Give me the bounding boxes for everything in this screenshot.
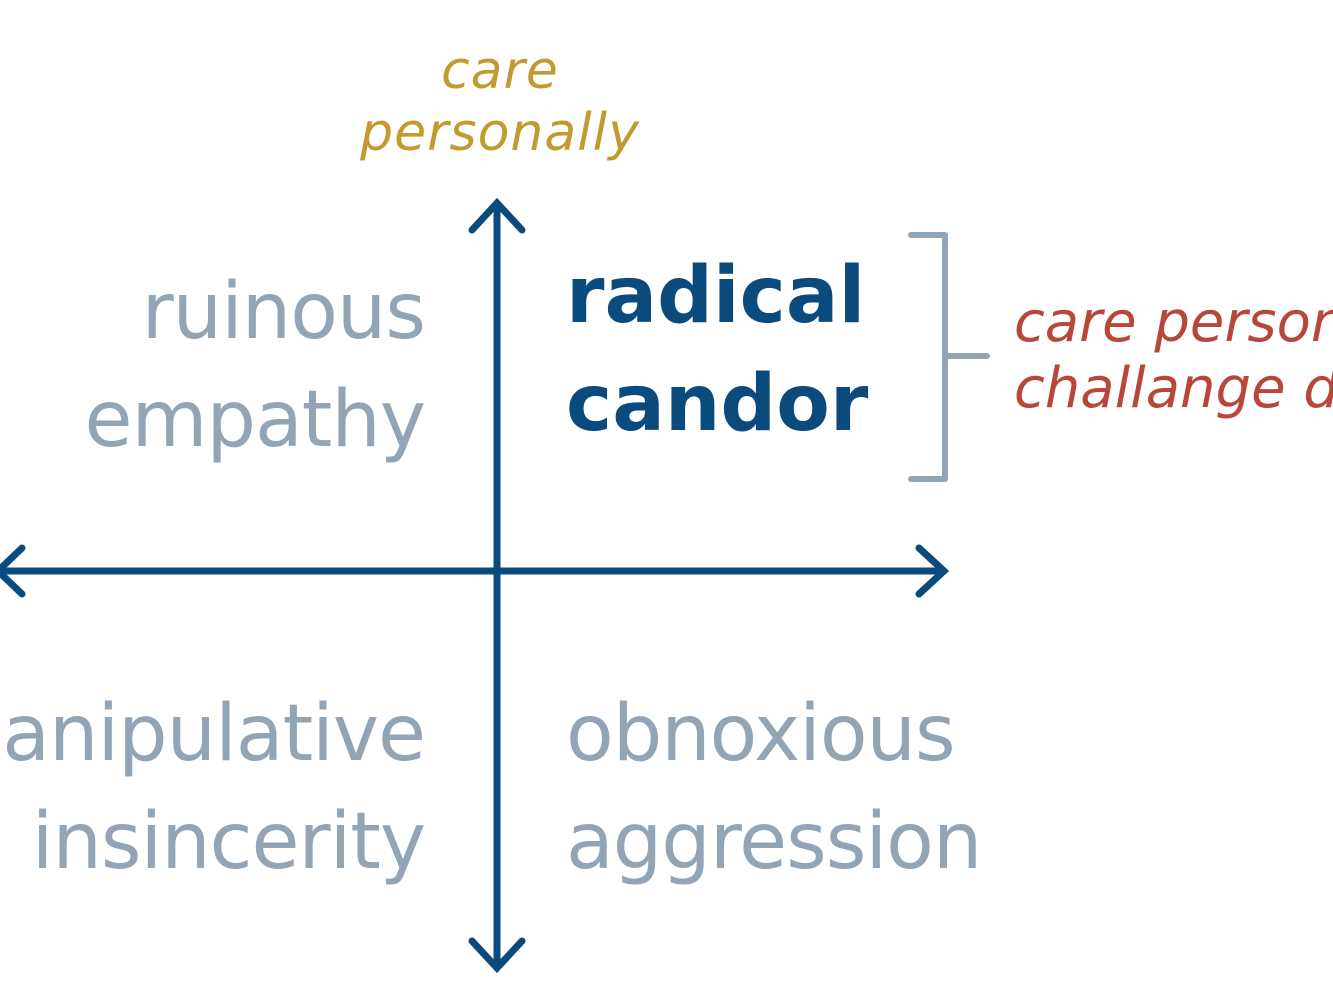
quadrant-bottom-right-line-2: aggression: [566, 797, 982, 887]
horizontal-axis-right-arrowhead: [915, 544, 950, 598]
vertical-axis-down-arrowhead: [468, 937, 526, 974]
horizontal-axis-left-arrowhead: [0, 544, 26, 598]
quadrant-top-right-line-2: candor: [566, 359, 869, 449]
vertical-axis-label: care personally: [350, 40, 650, 164]
quadrant-radical-candor: radical candor: [566, 242, 868, 458]
bracket-note: care personally + challange directly: [1014, 290, 1333, 422]
quadrant-bottom-right-line-1: obnoxious: [566, 689, 956, 779]
radical-candor-bracket: [908, 232, 990, 482]
quadrant-bottom-left-line-2: insincerity: [31, 797, 426, 887]
vertical-axis-up-arrowhead: [468, 197, 526, 234]
quadrant-top-right-line-1: radical: [566, 251, 866, 341]
bracket-note-line-1: care personally +: [1014, 290, 1333, 355]
quadrant-top-left-line-2: empathy: [84, 375, 426, 465]
vertical-axis-label-line-2: personally: [360, 103, 640, 163]
quadrant-ruinous-empathy: ruinous empathy: [84, 258, 426, 474]
quadrant-manipulative-insincerity: manipulative insincerity: [0, 680, 426, 896]
quadrant-bottom-left-line-1: manipulative: [0, 689, 426, 779]
vertical-axis-label-line-1: care: [441, 41, 559, 101]
quadrant-top-left-line-1: ruinous: [141, 267, 426, 357]
bracket-note-line-2: challange directly: [1014, 356, 1333, 421]
quadrant-obnoxious-aggression: obnoxious aggression: [566, 680, 982, 896]
